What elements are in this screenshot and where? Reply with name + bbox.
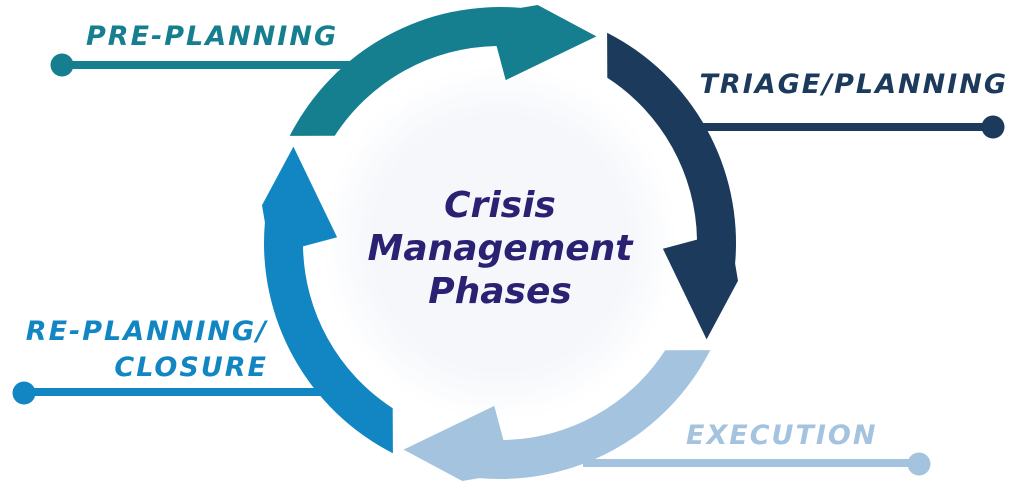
center-title-line-1: Crisis (444, 185, 556, 226)
center-title-line-3: Phases (428, 271, 572, 312)
center-title-line-2: Management (367, 228, 633, 269)
leader-dot-pre-planning (50, 53, 74, 77)
arc-replanning-closure (262, 146, 393, 454)
label-execution: EXECUTION (686, 420, 878, 451)
label-replanning-line-2: CLOSURE (114, 352, 268, 383)
center-title: Crisis Management Phases (300, 184, 700, 313)
leader-triage-planning (663, 115, 1005, 139)
arc-execution (403, 350, 711, 481)
label-triage-planning: TRIAGE/PLANNING (699, 69, 1008, 100)
leader-execution (583, 452, 931, 476)
arc-pre-planning (289, 5, 597, 136)
leader-dot-triage-planning (981, 115, 1005, 139)
label-pre-planning: PRE-PLANNING (86, 21, 339, 52)
leader-replanning-closure (12, 381, 352, 405)
label-replanning-line-1: RE-PLANNING/ (25, 316, 268, 347)
leader-dot-execution (907, 452, 931, 476)
arc-triage-planning (607, 32, 738, 340)
label-replanning-closure: RE-PLANNING/ CLOSURE (0, 314, 268, 386)
leader-dot-replanning-closure (12, 381, 36, 405)
center-glow (322, 65, 678, 421)
leader-pre-planning (50, 53, 372, 77)
